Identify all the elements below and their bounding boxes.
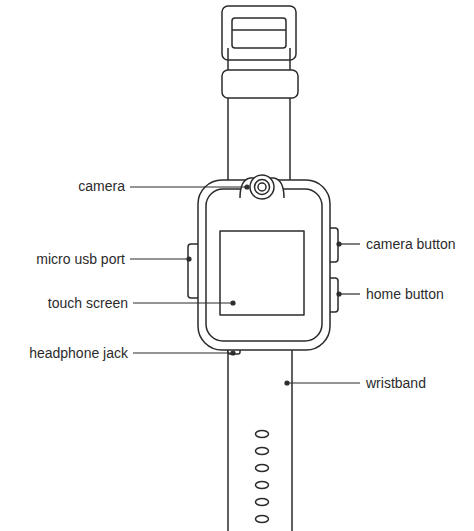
part-label: camera bbox=[76, 178, 127, 195]
strap-end bbox=[232, 29, 286, 31]
touch-screen bbox=[220, 231, 304, 315]
buckle-frame bbox=[222, 6, 296, 60]
camera-lens bbox=[255, 180, 270, 195]
strap-edge bbox=[289, 48, 291, 185]
strap-edge bbox=[227, 48, 229, 185]
strap-edge bbox=[227, 345, 229, 531]
buckle-slot bbox=[232, 18, 286, 48]
part-label: micro usb port bbox=[34, 251, 127, 268]
part-label: home button bbox=[364, 286, 446, 303]
camera-lens bbox=[258, 183, 266, 191]
strap-keeper bbox=[222, 70, 298, 98]
leader-lines bbox=[130, 185, 360, 385]
camera-lens bbox=[250, 175, 274, 199]
part-label: wristband bbox=[364, 375, 428, 392]
strap-edge bbox=[291, 345, 293, 531]
watch-body bbox=[198, 180, 330, 350]
watch-bezel bbox=[206, 189, 322, 341]
part-label: touch screen bbox=[46, 295, 130, 312]
part-label: camera button bbox=[364, 236, 458, 253]
part-label: headphone jack bbox=[27, 345, 130, 362]
strap-holes bbox=[256, 431, 269, 523]
